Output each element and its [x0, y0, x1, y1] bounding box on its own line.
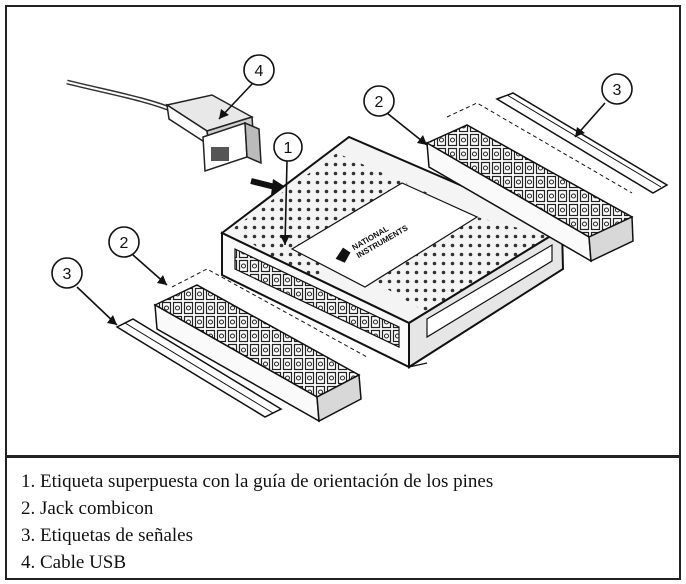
svg-text:1: 1	[284, 140, 293, 157]
legend-item-1: 1. Etiqueta superpuesta con la guía de o…	[21, 471, 494, 492]
callout-3-right: 3	[601, 73, 633, 105]
callout-3-left: 3	[51, 257, 83, 289]
signal-label-strip-right	[495, 92, 669, 194]
legend-list: 1. Etiqueta superpuesta con la guía de o…	[21, 468, 493, 576]
legend-item-4: 4. Cable USB	[21, 552, 127, 573]
legend-item-3: 3. Etiquetas de señales	[21, 525, 194, 546]
svg-text:2: 2	[375, 94, 384, 111]
svg-text:2: 2	[120, 235, 129, 252]
svg-text:3: 3	[613, 82, 622, 99]
combicon-connector-left	[153, 268, 368, 423]
legend-panel: 1. Etiqueta superpuesta con la guía de o…	[5, 456, 681, 580]
daq-device-diagram: NATIONAL INSTRUMENTS	[51, 54, 669, 423]
svg-text:3: 3	[63, 266, 72, 283]
callout-2-left: 2	[108, 226, 140, 258]
svg-text:4: 4	[255, 63, 264, 80]
signal-label-strip-left	[115, 318, 283, 418]
daq-device-body: NATIONAL INSTRUMENTS	[220, 135, 565, 369]
callout-1: 1	[273, 132, 303, 162]
diagram-panel: NATIONAL INSTRUMENTS	[5, 5, 681, 457]
callout-2-right: 2	[363, 85, 395, 117]
legend-item-2: 2. Jack combicon	[21, 498, 154, 519]
combicon-connector-right	[425, 102, 634, 263]
callout-4: 4	[243, 54, 275, 86]
usb-cable	[66, 79, 262, 173]
insert-arrow	[250, 178, 289, 195]
callout-arrowheads	[107, 109, 585, 325]
